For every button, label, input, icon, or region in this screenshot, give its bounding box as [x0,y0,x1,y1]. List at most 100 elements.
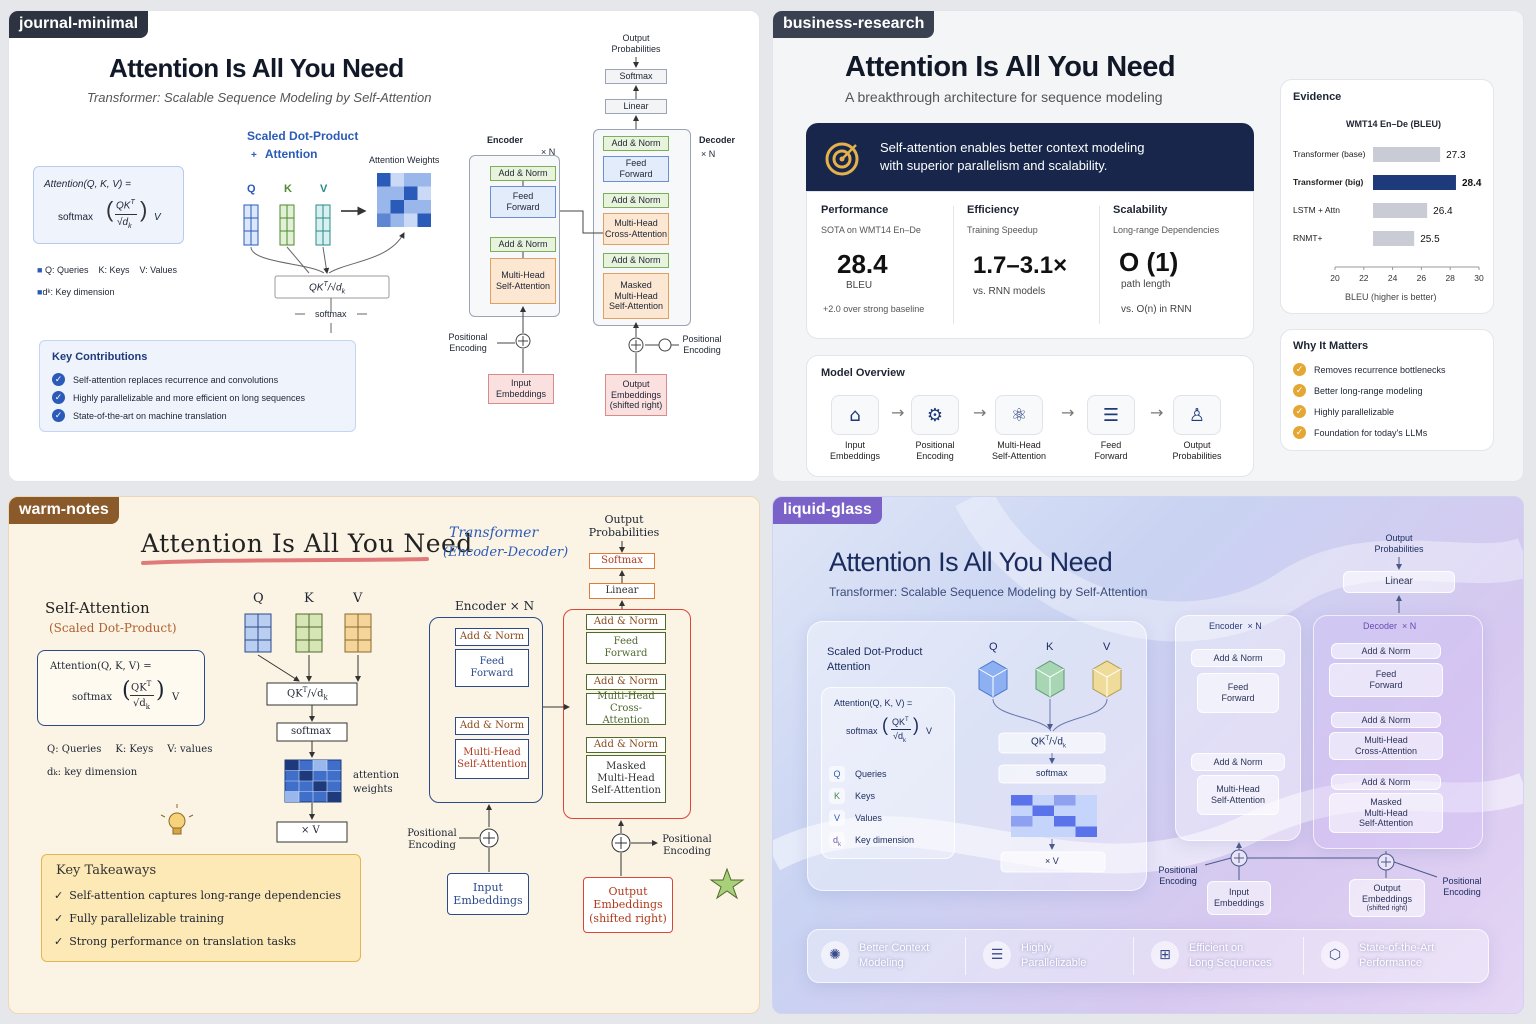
chart-xlabel: BLEU (higher is better) [1345,292,1437,302]
legend-k: K: Keys [98,265,130,275]
panel-warm-notes: warm-notes Attention Is All You Need Tra… [8,496,760,1014]
decoder-stack [563,609,691,819]
parallel-icon: ☰ [983,941,1011,969]
formula-numerator: QKT [131,680,152,694]
page-title: Attention Is All You Need [109,53,404,83]
k-matrix-icon [295,613,323,653]
metric-note: +2.0 over strong baseline [823,304,925,314]
bar-value-label: 25.5 [1420,234,1440,245]
contrib-title: Key Contributions [52,351,148,363]
legend-v: V: values [167,744,213,755]
side-note-1: Transformer [449,525,539,541]
divider [965,937,966,975]
legend-q: Q: Queries [47,744,102,755]
paren-right: ) [913,715,919,735]
page-subtitle: A breakthrough architecture for sequence… [845,89,1163,105]
feature-label: State-of-the-Art Performance [1359,942,1435,969]
why-it-matters-card [1280,329,1494,451]
encoder-xn: × N [541,147,556,157]
enc-feed-forward: Feed Forward [455,649,529,687]
bar-value-label: 27.3 [1446,150,1466,161]
takeaways-title: Key Takeaways [56,863,157,878]
dec-add-norm: Add & Norm [603,193,669,208]
k-label: K [1046,641,1054,653]
p3-diagram-graphics [160,613,745,900]
x-tick-label: 30 [1474,273,1484,283]
attention-weights-label: Attention Weights [369,155,440,165]
contrib-item: ✓Self-attention replaces recurrence and … [52,373,278,386]
p4-arch-lines [1204,557,1438,880]
formula-denominator: √dk [893,731,906,744]
overview-step-label: Input Embeddings [829,440,881,461]
p3-arch-lines [459,541,658,876]
x-tick-label: 24 [1388,273,1398,283]
enc-self-attention: Multi-Head Self-Attention [490,258,556,304]
paren-left: ( [882,715,888,735]
softmax-label: softmax [315,309,347,319]
check-icon: ✓ [1293,384,1306,397]
page-subtitle: Transformer: Scalable Sequence Modeling … [829,585,1148,599]
formula-line: Attention(Q, K, V) = [834,698,913,708]
legend-v: V: Values [139,265,177,275]
feature-label: Better Context Modeling [859,942,930,969]
q-cube-icon [978,660,1008,698]
arrow-right-icon: → [1150,403,1164,422]
home-icon: ⌂ [831,395,879,435]
insight-banner: Self-attention enables better context mo… [806,123,1254,191]
dec-cross-attention: Multi-Head Cross-Attention [603,213,669,245]
qkt-box-label: QKT/√dk [309,281,346,296]
check-icon: ✓ [54,912,64,925]
divider [1099,206,1100,324]
check-icon: ✓ [1293,363,1306,376]
x-tick-label: 28 [1445,273,1455,283]
formula-numerator: QKT [116,199,135,212]
panel-business-research: business-research Attention Is All You N… [772,10,1524,482]
page-title: Attention Is All You Need [829,547,1113,577]
takeaway-item: ✓Fully parallelizable training [54,912,225,925]
metric-value: 28.4 [837,249,888,279]
title-underline [141,557,429,565]
formula-v: V [154,212,161,223]
paren-right: ) [156,678,165,703]
check-icon: ✓ [52,373,65,386]
dec-cross-attention: Multi-Head Cross-Attention [1329,732,1443,760]
metric-value: 1.7–3.1× [973,252,1068,279]
overview-step-label: Multi-Head Self-Attention [991,440,1047,461]
check-icon: ✓ [52,391,65,404]
enc-feed-forward: Feed Forward [490,186,556,218]
check-icon: ✓ [1293,405,1306,418]
sdp-title-2: +Attention [251,147,318,161]
pos-encoding-left: Positional Encoding [407,828,457,851]
enc-self-attention: Multi-Head Self-Attention [1197,775,1279,815]
dec-add-norm: Add & Norm [603,253,669,268]
dec-feed-forward: Feed Forward [586,632,666,664]
key-contributions-card: Key Contributions ✓Self-attention replac… [39,340,356,432]
divider [953,206,954,324]
v-matrix-icon [344,613,372,653]
input-embeddings: Input Embeddings [447,873,529,915]
enc-self-attention: Multi-Head Self-Attention [455,739,529,779]
v-matrix-icon [315,204,331,246]
why-item: ✓Better long-range modeling [1293,384,1423,397]
star-icon [709,867,745,900]
contrib-item: ✓State-of-the-art on machine translation [52,409,227,422]
legend-qkv: ■ Q: Queries K: Keys V: Values [37,265,177,275]
banner-text: Self-attention enables better context mo… [880,140,1145,174]
metric-unit: path length [1121,279,1171,290]
page-subtitle: Transformer: Scalable Sequence Modeling … [87,90,432,105]
pos-encoding-right: Positional Encoding [662,834,712,857]
output-embeddings: Output Embeddings (shifted right) [605,374,667,416]
contrib-item: ✓Highly parallelizable and more efficien… [52,391,305,404]
formula-numerator: QKT [892,717,909,727]
check-icon: ✓ [1293,426,1306,439]
check-icon: ✓ [54,889,64,902]
v-label: V [353,591,363,606]
sdp-title: Scaled Dot-Product [247,129,359,143]
panel-tag: liquid-glass [773,497,882,524]
output-probabilities-label: Output Probabilities [611,33,661,54]
q-matrix-icon [243,204,259,246]
legend-q: ■ Q: Queries [37,265,89,275]
